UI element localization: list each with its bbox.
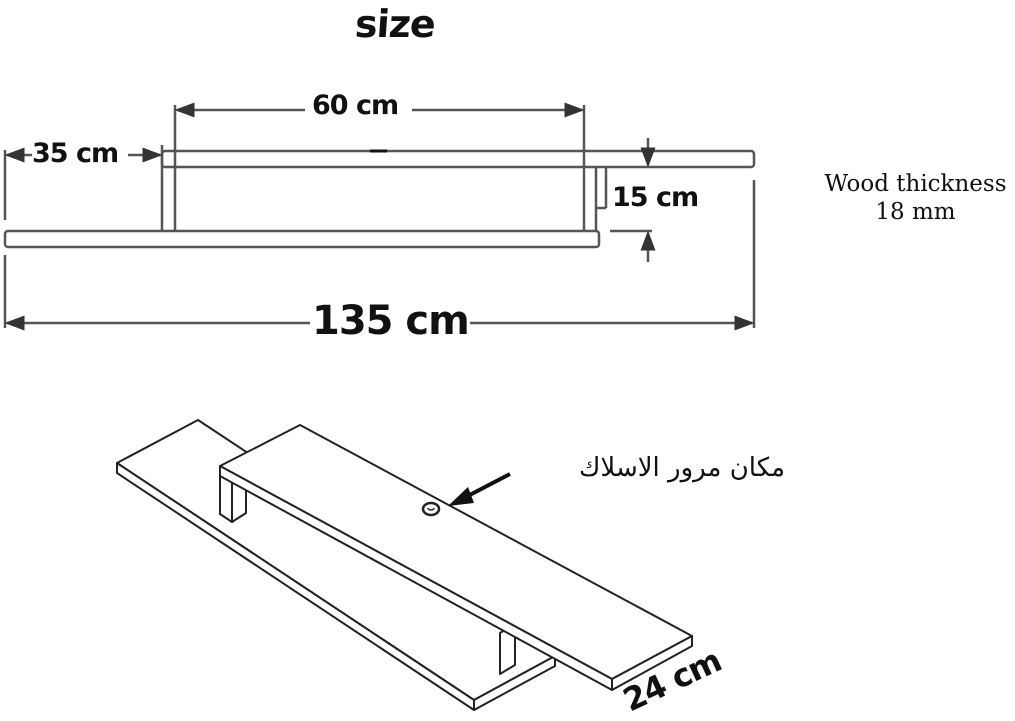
cable-hole — [421, 501, 441, 517]
dimension-135cm — [3, 180, 756, 331]
cable-hole-label: مكان مرور الاسلاك — [579, 453, 785, 483]
dimension-15cm — [610, 138, 656, 262]
dimension-35cm — [3, 147, 163, 220]
label-135cm: 135 cm — [312, 298, 469, 344]
note-line-1: Wood thickness — [824, 171, 1007, 197]
bottom-shelf — [3, 229, 601, 249]
label-15cm: 15 cm — [612, 182, 698, 213]
label-60cm: 60 cm — [312, 90, 398, 121]
cable-hole-arrow — [448, 472, 511, 506]
note-line-2: 18 mm — [875, 199, 956, 225]
label-35cm: 35 cm — [32, 138, 118, 169]
isometric-view — [116, 419, 693, 711]
top-shelf — [160, 149, 756, 169]
front-elevation-view — [3, 105, 756, 249]
wood-thickness-note: Wood thickness 18 mm — [808, 170, 1015, 226]
